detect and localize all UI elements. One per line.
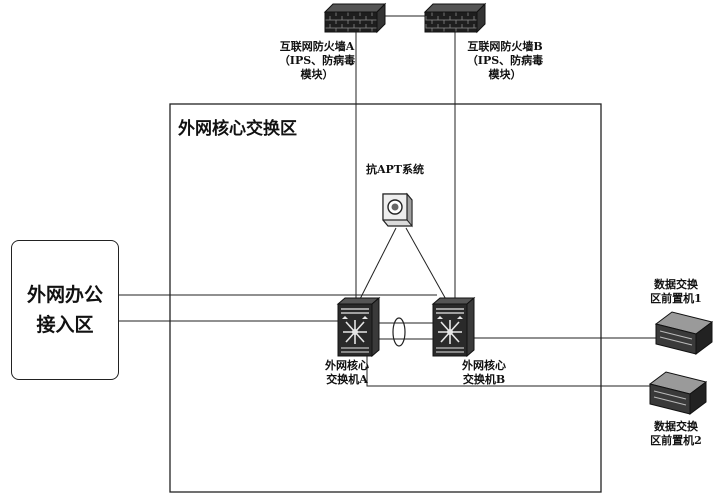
apt-system-label: 抗APT系统 (366, 163, 424, 176)
apt-appliance-icon (382, 192, 413, 228)
link-apt-core-switch-a (357, 227, 397, 304)
server-icon (648, 371, 708, 415)
link-apt-core-switch-b (405, 227, 449, 304)
core-switch-icon (336, 296, 381, 358)
office-access-zone: 外网办公 接入区 (11, 240, 119, 380)
firewall-icon (323, 2, 387, 34)
core-zone-frame (169, 103, 602, 493)
frontend-2-label: 数据交换 区前置机2 (650, 420, 702, 447)
firewall-a-label: 互联网防火墙A （IPS、防病毒 模块） (278, 40, 356, 81)
firewall-icon (423, 2, 487, 34)
core-switch-icon (431, 296, 476, 358)
frontend-1-label: 数据交换 区前置机1 (650, 278, 702, 305)
link-core-switch-a-frontend-2 (366, 355, 652, 387)
server-icon (654, 311, 714, 355)
core-switch-a-label: 外网核心 交换机A (325, 359, 369, 386)
link-aggregation-ellipse (392, 317, 406, 347)
office-zone-label-line1: 外网办公 (26, 284, 103, 306)
core-zone-title: 外网核心交换区 (178, 119, 297, 139)
firewall-b-label: 互联网防火墙B （IPS、防病毒 模块） (466, 40, 544, 81)
core-switch-b-label: 外网核心 交换机B (462, 359, 506, 386)
office-zone-label-line2: 接入区 (36, 314, 94, 336)
